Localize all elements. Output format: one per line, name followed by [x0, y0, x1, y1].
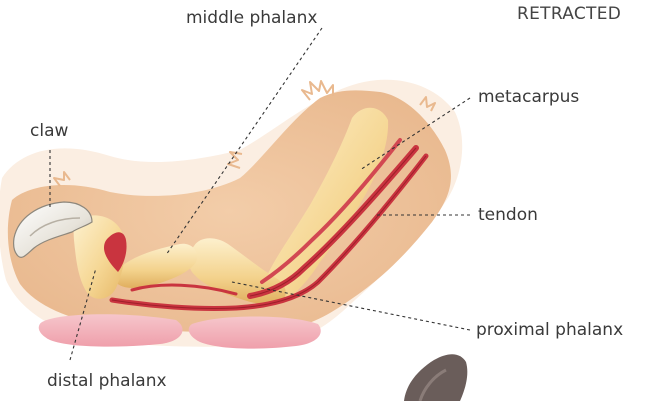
- label-middle-phalanx: middle phalanx: [186, 10, 317, 27]
- diagram-heading: RETRACTED: [517, 6, 621, 23]
- label-proximal-phalanx: proximal phalanx: [476, 322, 623, 339]
- label-claw: claw: [30, 123, 68, 140]
- label-distal-phalanx: distal phalanx: [47, 373, 167, 390]
- label-tendon: tendon: [478, 207, 538, 224]
- pad-front: [39, 314, 183, 346]
- label-metacarpus: metacarpus: [478, 89, 579, 106]
- pad-rear: [189, 317, 321, 349]
